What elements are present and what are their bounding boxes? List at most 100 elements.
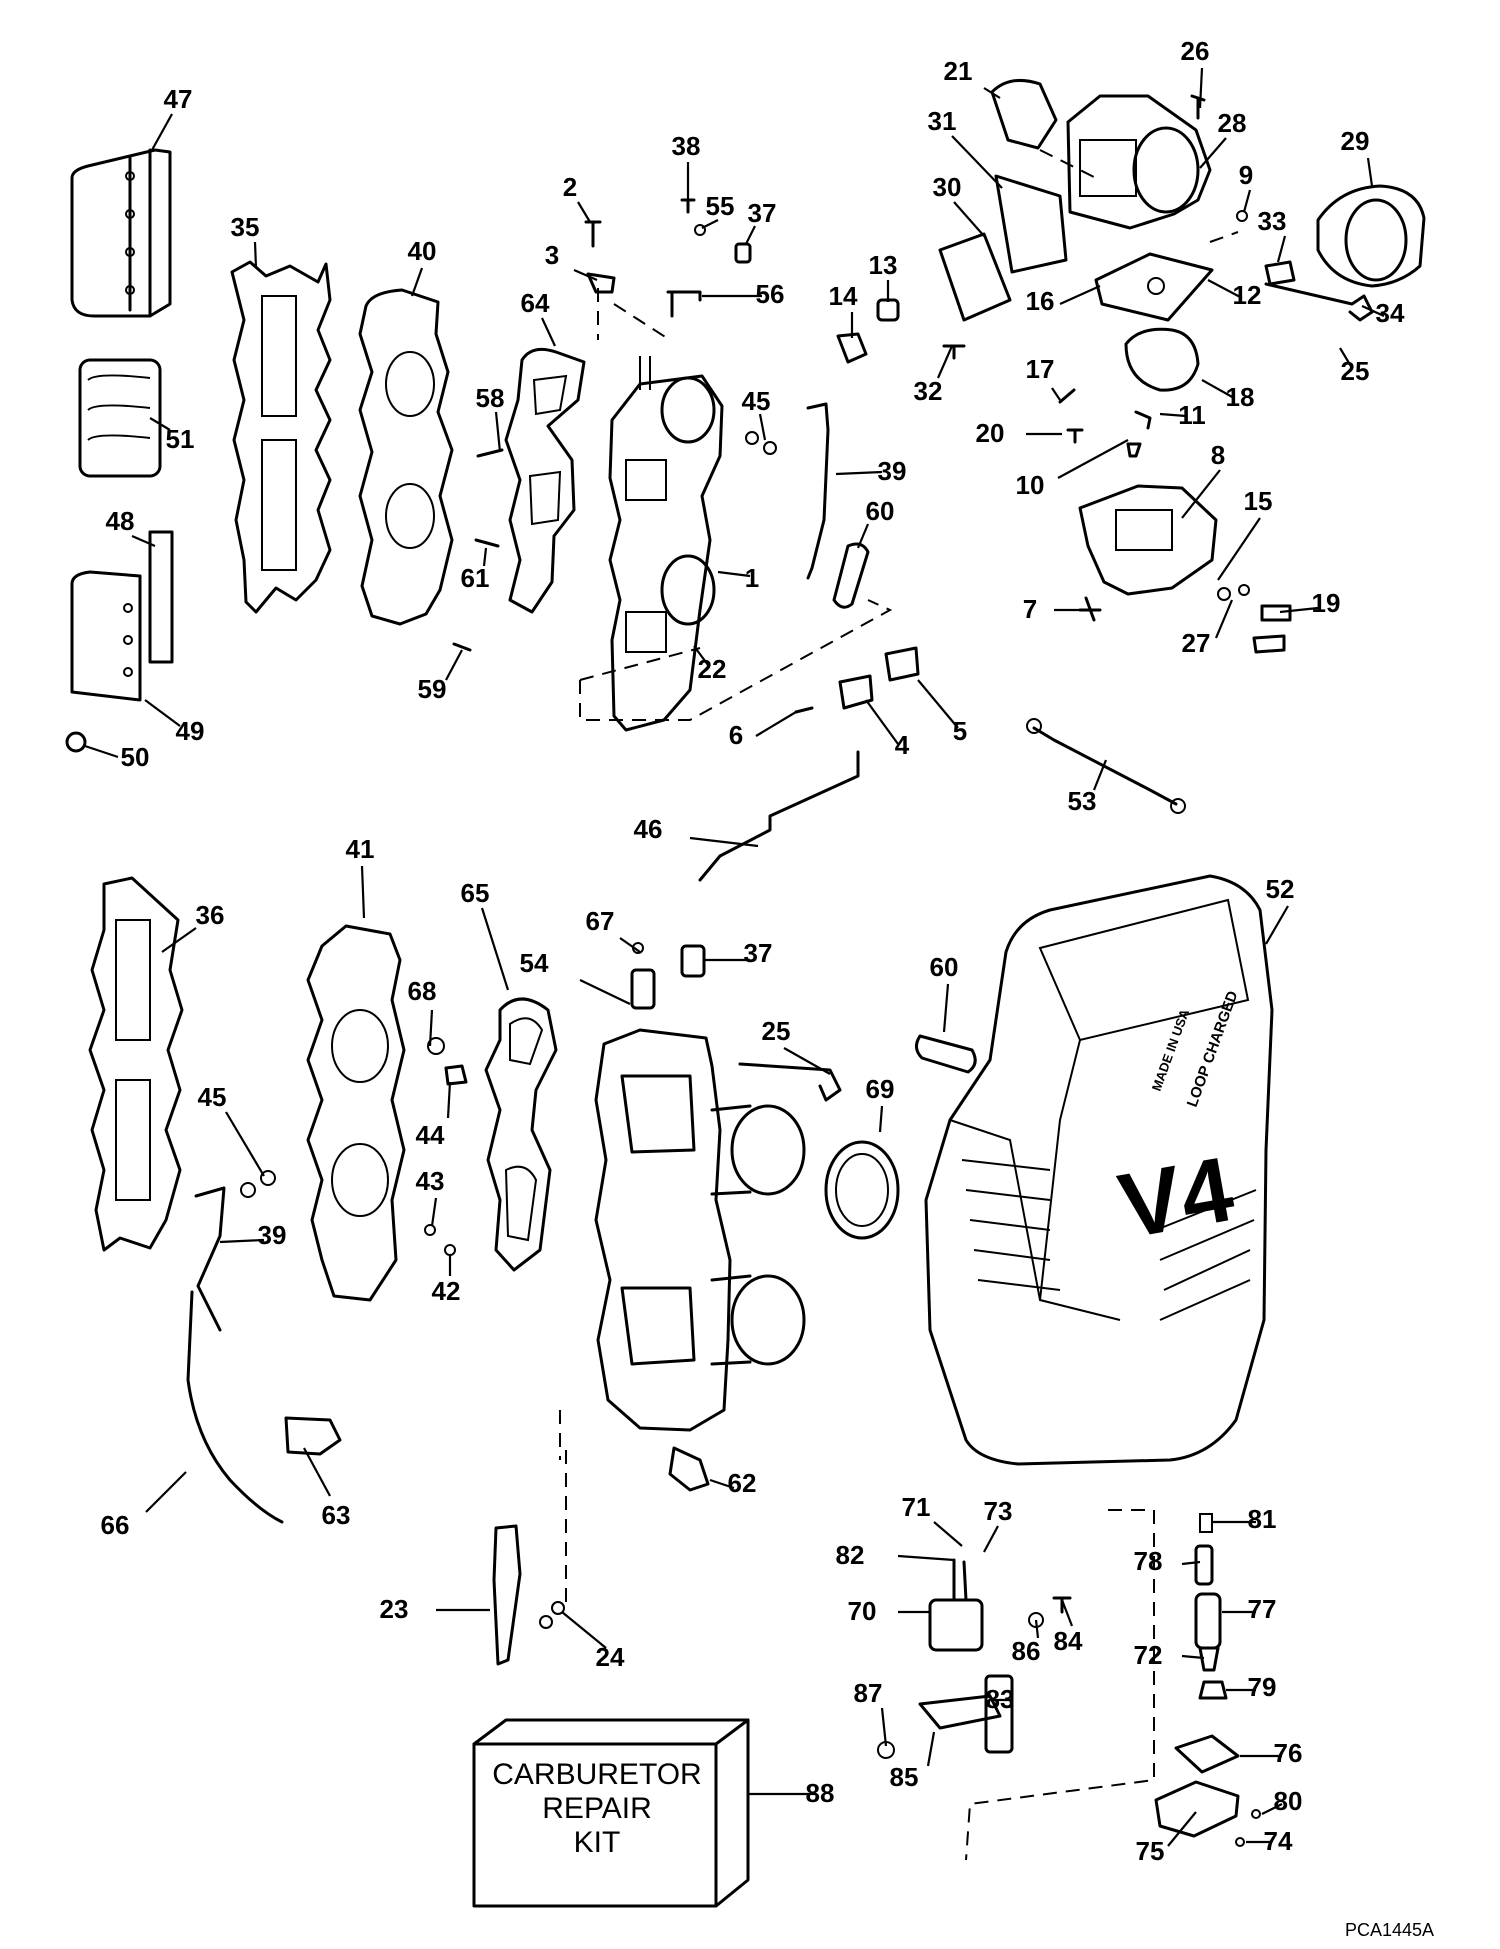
kit-label-line-1: CARBURETOR (492, 1758, 701, 1791)
callout-23: 23 (380, 1594, 409, 1624)
callout-25: 25 (762, 1016, 791, 1046)
leader-line (131, 534, 156, 548)
leader-line (1279, 606, 1319, 614)
callout-69: 69 (866, 1074, 895, 1104)
leader-line (693, 645, 709, 666)
callout-25: 25 (1341, 356, 1370, 386)
callout-60: 60 (930, 952, 959, 982)
callout-75: 75 (1136, 1836, 1165, 1866)
leader-line (225, 1111, 265, 1177)
leader-line (1060, 1599, 1074, 1627)
part-hose-60-lower (915, 1034, 977, 1074)
callout-43: 43 (416, 1166, 445, 1196)
callout-3: 3 (545, 240, 559, 270)
leader-line (755, 711, 797, 737)
leader-line (933, 1521, 963, 1547)
leader-line (783, 1047, 831, 1075)
leader-line (561, 1611, 607, 1649)
callout-68: 68 (408, 976, 437, 1006)
callout-79: 79 (1248, 1672, 1277, 1702)
callout-15: 15 (1244, 486, 1273, 516)
callout-49: 49 (176, 716, 205, 746)
callout-39: 39 (878, 456, 907, 486)
leader-line (1276, 235, 1287, 263)
leader-line (480, 907, 510, 991)
callout-11: 11 (1178, 400, 1206, 430)
callout-86: 86 (1012, 1636, 1041, 1666)
part-screws-33-34-25 (1236, 210, 1374, 322)
part-clip-63 (284, 1416, 342, 1456)
leader-line (701, 219, 719, 229)
callout-12: 12 (1233, 280, 1262, 310)
part-gasket-36 (88, 876, 184, 1252)
leader-line (161, 927, 197, 953)
part-screw-50 (65, 731, 87, 753)
leader-line (579, 979, 631, 1005)
leader-line (1214, 599, 1234, 639)
leader-line (410, 267, 424, 297)
callout-81: 81 (1248, 1504, 1277, 1534)
part-primer-valve-stack (1154, 1513, 1261, 1847)
callout-74: 74 (1264, 1826, 1293, 1856)
callout-9: 9 (1239, 160, 1253, 190)
leader-line (1366, 157, 1374, 187)
callout-80: 80 (1274, 1786, 1303, 1816)
callout-31: 31 (928, 106, 957, 136)
callout-37: 37 (744, 938, 773, 968)
callout-33: 33 (1258, 206, 1287, 236)
leader-line (1181, 469, 1221, 519)
callout-50: 50 (121, 742, 150, 772)
part-silencer-base-28 (1066, 94, 1212, 230)
callout-40: 40 (408, 236, 437, 266)
leader-line (482, 547, 488, 567)
leader-line (856, 523, 870, 549)
callout-84: 84 (1054, 1626, 1083, 1656)
reference-code: PCA1445A (1345, 1920, 1434, 1940)
part-intake-manifold-41 (306, 924, 406, 1302)
leader-line (144, 699, 181, 727)
part-link-rod-46 (698, 750, 860, 882)
leader-line (1092, 759, 1108, 791)
leader-line (1217, 517, 1261, 581)
cover-badge-made: MADE IN USA (1149, 1007, 1193, 1093)
leader-line (446, 1081, 452, 1119)
callout-83: 83 (986, 1684, 1015, 1714)
callout-58: 58 (476, 383, 505, 413)
leader-line (689, 836, 759, 848)
leader-line (897, 1554, 955, 1562)
leader-line (494, 411, 502, 453)
cover-logo: V4 (1112, 1138, 1241, 1258)
leader-line (1051, 387, 1061, 401)
callout-63: 63 (322, 1500, 351, 1530)
leader-line (145, 1471, 187, 1513)
leader-line (445, 649, 463, 681)
callout-66: 66 (101, 1510, 130, 1540)
part-gasket-65 (484, 997, 558, 1272)
leader-line (541, 317, 556, 347)
callout-5: 5 (953, 716, 967, 746)
leader-line (745, 225, 756, 245)
leader-line (865, 699, 899, 745)
leader-line (219, 1238, 265, 1244)
leader-line (983, 87, 1001, 99)
cover-badge-loop: LOOP CHARGED (1184, 989, 1242, 1110)
callout-64: 64 (521, 288, 550, 318)
part-carburetor-assembly-lower (594, 942, 842, 1492)
callout-6: 6 (729, 720, 743, 750)
part-cover-47 (70, 148, 172, 318)
part-fuel-line-39-lower (186, 1186, 284, 1524)
part-float-bowl-assembly (1058, 252, 1214, 404)
carburetor-repair-kit-box: CARBURETOR REPAIR KIT (472, 1718, 750, 1908)
part-reed-plate-51 (78, 358, 162, 478)
leader-line (983, 1525, 999, 1553)
callout-56: 56 (756, 279, 785, 309)
callout-48: 48 (106, 506, 135, 536)
leader-line (717, 570, 751, 578)
callout-22: 22 (698, 654, 727, 684)
callout-10: 10 (1016, 470, 1045, 500)
callout-60: 60 (866, 496, 895, 526)
leader-line (428, 1009, 434, 1047)
callout-88: 88 (806, 1778, 835, 1808)
